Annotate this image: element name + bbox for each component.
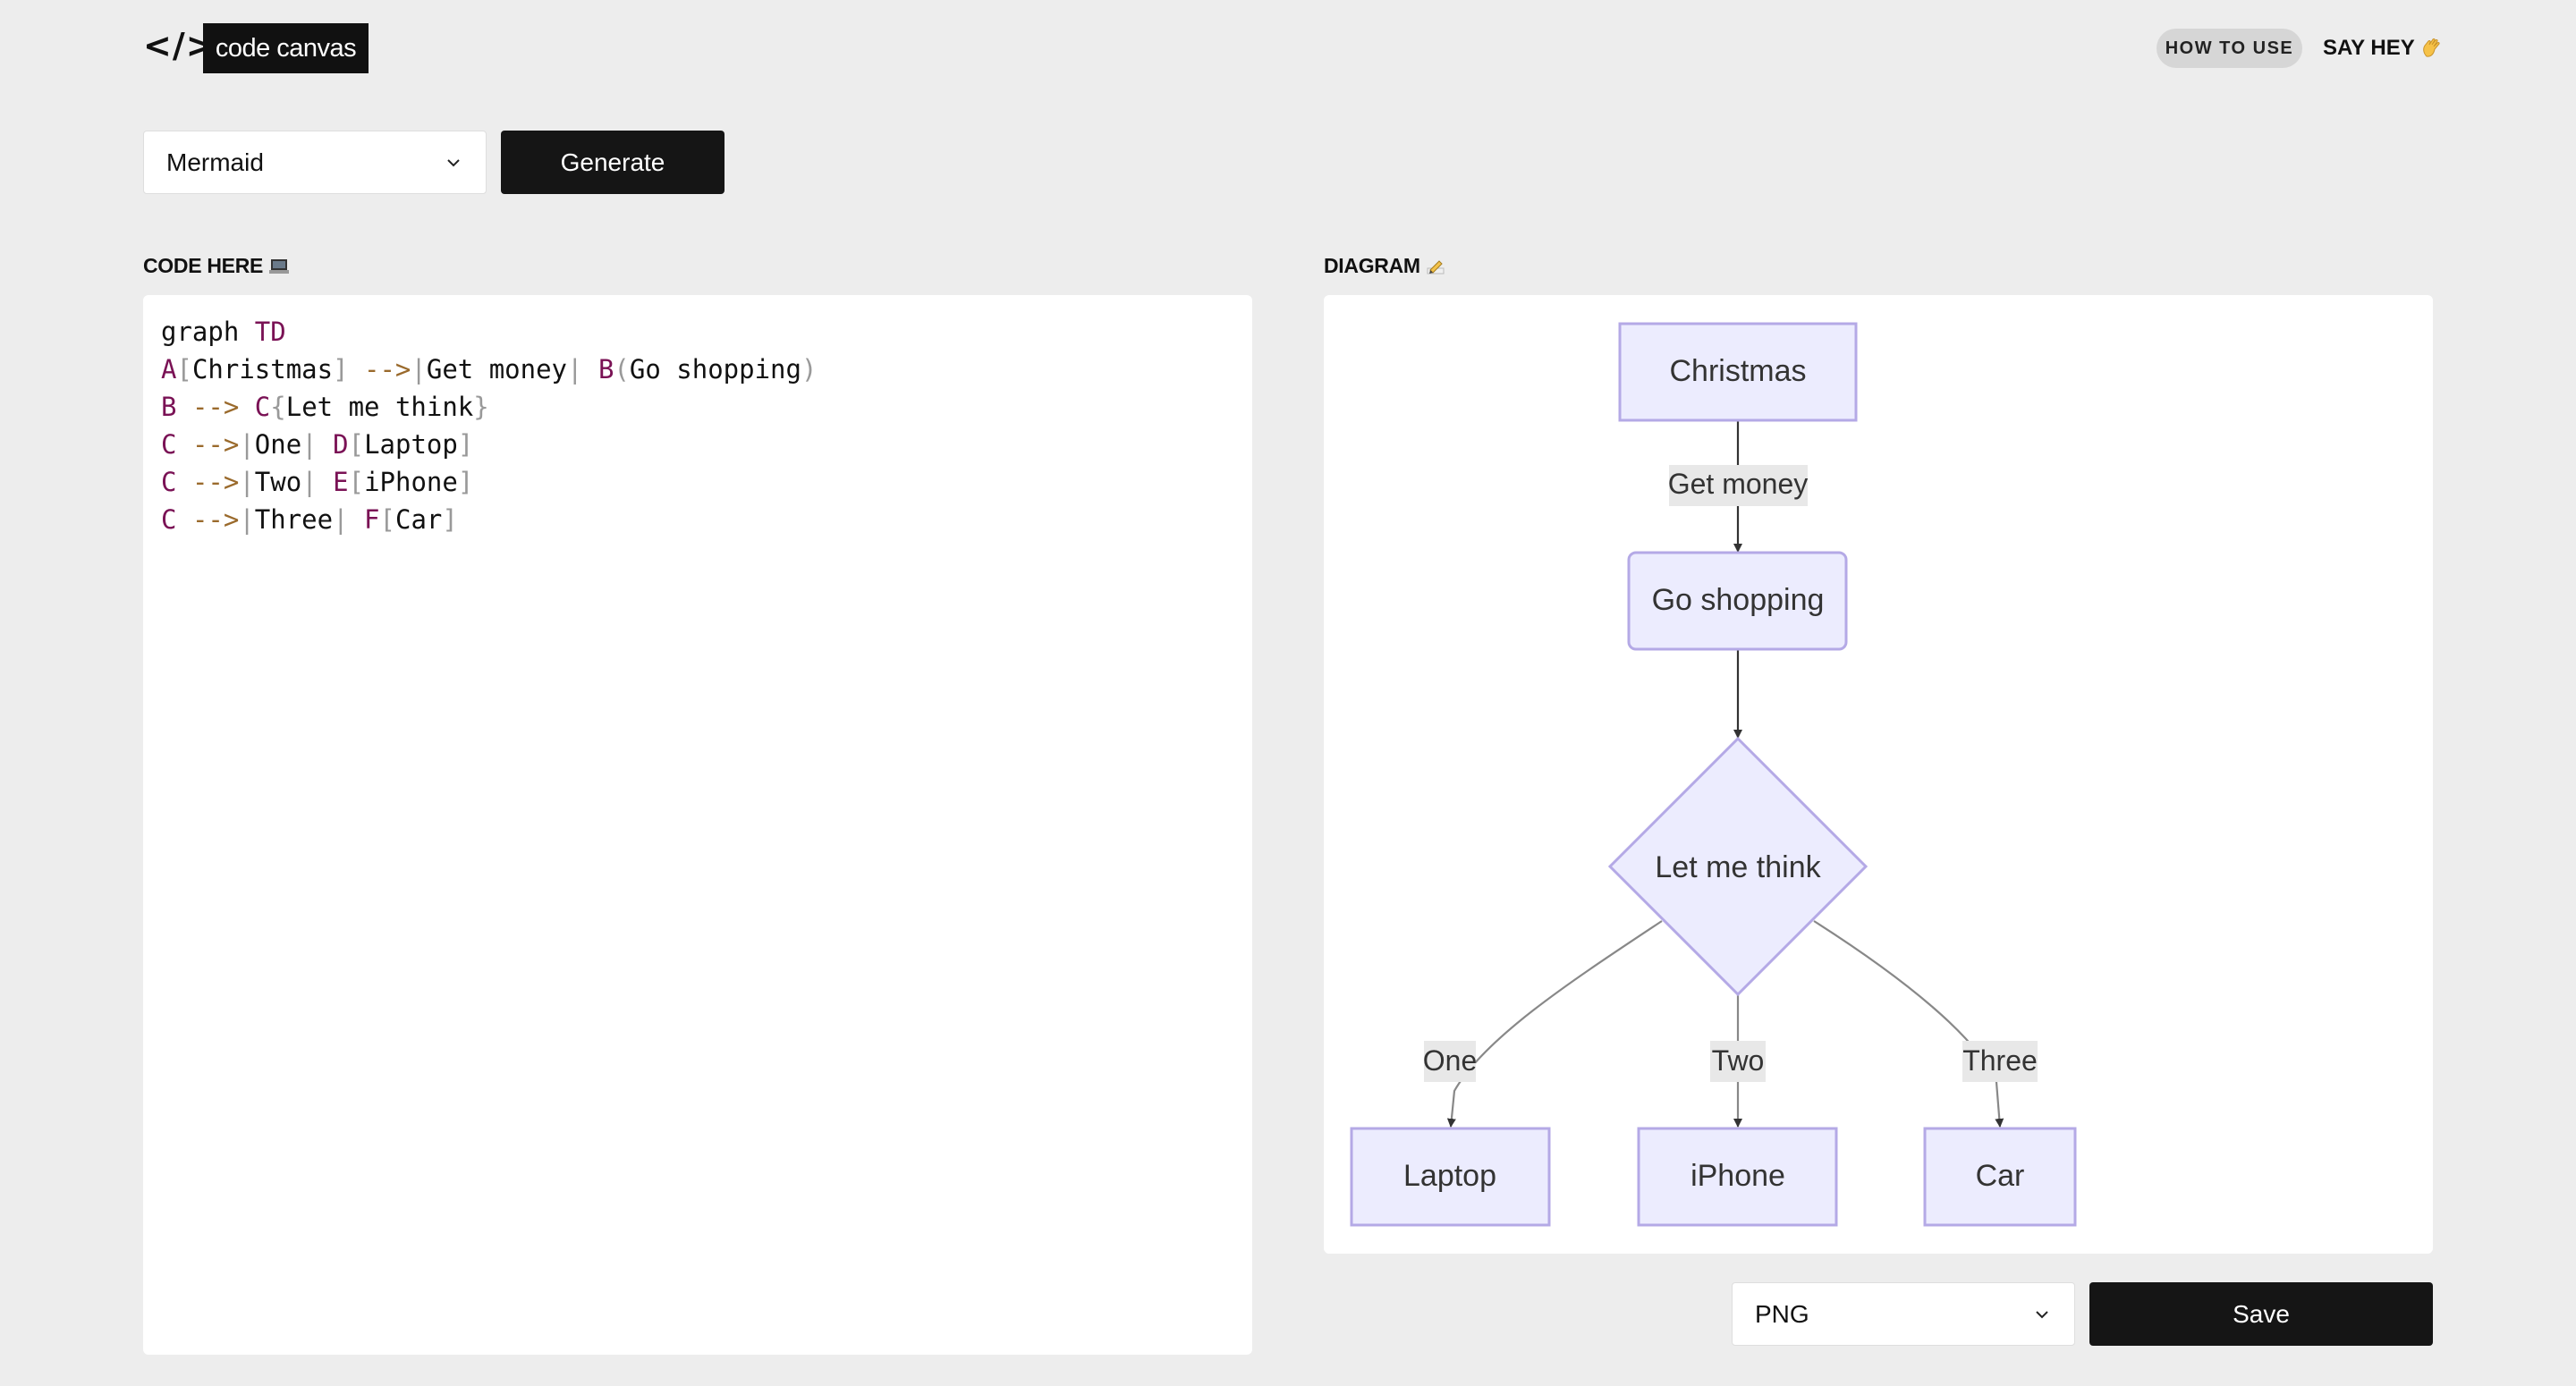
- node-go-shopping-text: Go shopping: [1652, 583, 1825, 617]
- language-select-value: Mermaid: [166, 148, 264, 176]
- node-christmas-text: Christmas: [1669, 354, 1806, 388]
- code-line-4: C -->|One| D[Laptop]: [161, 429, 474, 460]
- waving-hand-icon: [2422, 38, 2440, 57]
- save-button[interactable]: Save: [2089, 1282, 2433, 1346]
- node-let-me-think: Let me think: [1607, 736, 1868, 997]
- diagram-section-label-text: DIAGRAM: [1324, 254, 1420, 277]
- laptop-icon: [269, 258, 290, 274]
- code-editor-text[interactable]: graph TD A[Christmas] -->|Get money| B(G…: [161, 313, 817, 538]
- node-car: Car: [1923, 1127, 2077, 1227]
- node-car-text: Car: [1976, 1159, 2025, 1193]
- node-laptop-text: Laptop: [1403, 1159, 1496, 1193]
- how-to-use-button[interactable]: HOW TO USE: [2157, 29, 2302, 68]
- node-iphone: iPhone: [1637, 1127, 1838, 1227]
- edge-label-three-text: Three: [1962, 1044, 2038, 1077]
- node-go-shopping: Go shopping: [1627, 551, 1848, 651]
- say-hey-link[interactable]: SAY HEY: [2323, 29, 2444, 68]
- code-editor[interactable]: [143, 295, 1252, 1355]
- node-laptop: Laptop: [1350, 1127, 1551, 1227]
- edge-think-to-laptop: [1446, 920, 1663, 1128]
- edge-label-one-text: One: [1423, 1044, 1477, 1077]
- node-let-me-think-text: Let me think: [1655, 850, 1821, 884]
- say-hey-label: SAY HEY: [2323, 36, 2415, 60]
- code-line-5: C -->|Two| E[iPhone]: [161, 467, 474, 497]
- node-iphone-text: iPhone: [1690, 1159, 1785, 1193]
- chevron-down-icon: [447, 158, 460, 166]
- edge-label-one: One: [1423, 1041, 1477, 1082]
- logo-glyph: </>: [143, 26, 216, 65]
- code-line-2: A[Christmas] -->|Get money| B(Go shoppin…: [161, 354, 818, 385]
- logo-text[interactable]: code canvas: [203, 23, 369, 73]
- chevron-down-icon: [2036, 1310, 2048, 1318]
- diagram-panel: [1324, 295, 2433, 1254]
- edge-label-get-money-text: Get money: [1668, 468, 1809, 500]
- code-line-6: C -->|Three| F[Car]: [161, 504, 458, 535]
- code-section-label: CODE HERE: [143, 254, 290, 278]
- edge-think-to-car: [1813, 920, 2004, 1128]
- edge-label-two: Two: [1710, 1041, 1766, 1082]
- code-line-1: graph TD: [161, 317, 286, 347]
- edge-label-three: Three: [1962, 1041, 2038, 1082]
- edge-label-get-money: Get money: [1668, 465, 1809, 506]
- export-format-select[interactable]: PNG: [1732, 1282, 2075, 1346]
- pencil-icon: [1427, 259, 1445, 274]
- code-line-3: B --> C{Let me think}: [161, 392, 489, 422]
- node-christmas: Christmas: [1618, 322, 1858, 422]
- code-section-label-text: CODE HERE: [143, 254, 264, 277]
- edge-label-two-text: Two: [1712, 1044, 1765, 1077]
- generate-button[interactable]: Generate: [501, 131, 724, 194]
- language-select[interactable]: Mermaid: [143, 131, 487, 194]
- export-format-value: PNG: [1755, 1299, 1809, 1328]
- diagram-section-label: DIAGRAM: [1324, 254, 1445, 278]
